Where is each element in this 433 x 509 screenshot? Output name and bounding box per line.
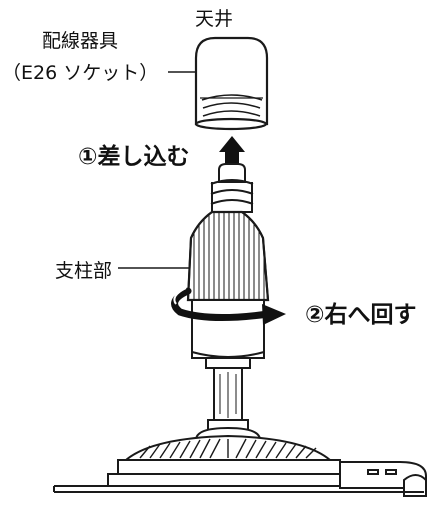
base-plate (53, 485, 424, 493)
pillar-body (186, 210, 270, 302)
pillar-collar (191, 299, 265, 369)
step1-insert-label: ①差し込む (78, 144, 190, 170)
ceiling-label: 天井 (195, 8, 234, 30)
fan-head (107, 426, 427, 497)
pillar-label: 支柱部 (55, 260, 113, 282)
fixture-label: 配線器具 (42, 30, 119, 52)
pillar-shaft (207, 367, 249, 431)
ceiling-socket (194, 36, 269, 131)
socket-type-label: （E26 ソケット） (2, 62, 159, 84)
step2-rotate-label: ②右へ回す (305, 302, 417, 328)
rotate-arrow (171, 287, 286, 325)
screw-base (210, 163, 254, 213)
